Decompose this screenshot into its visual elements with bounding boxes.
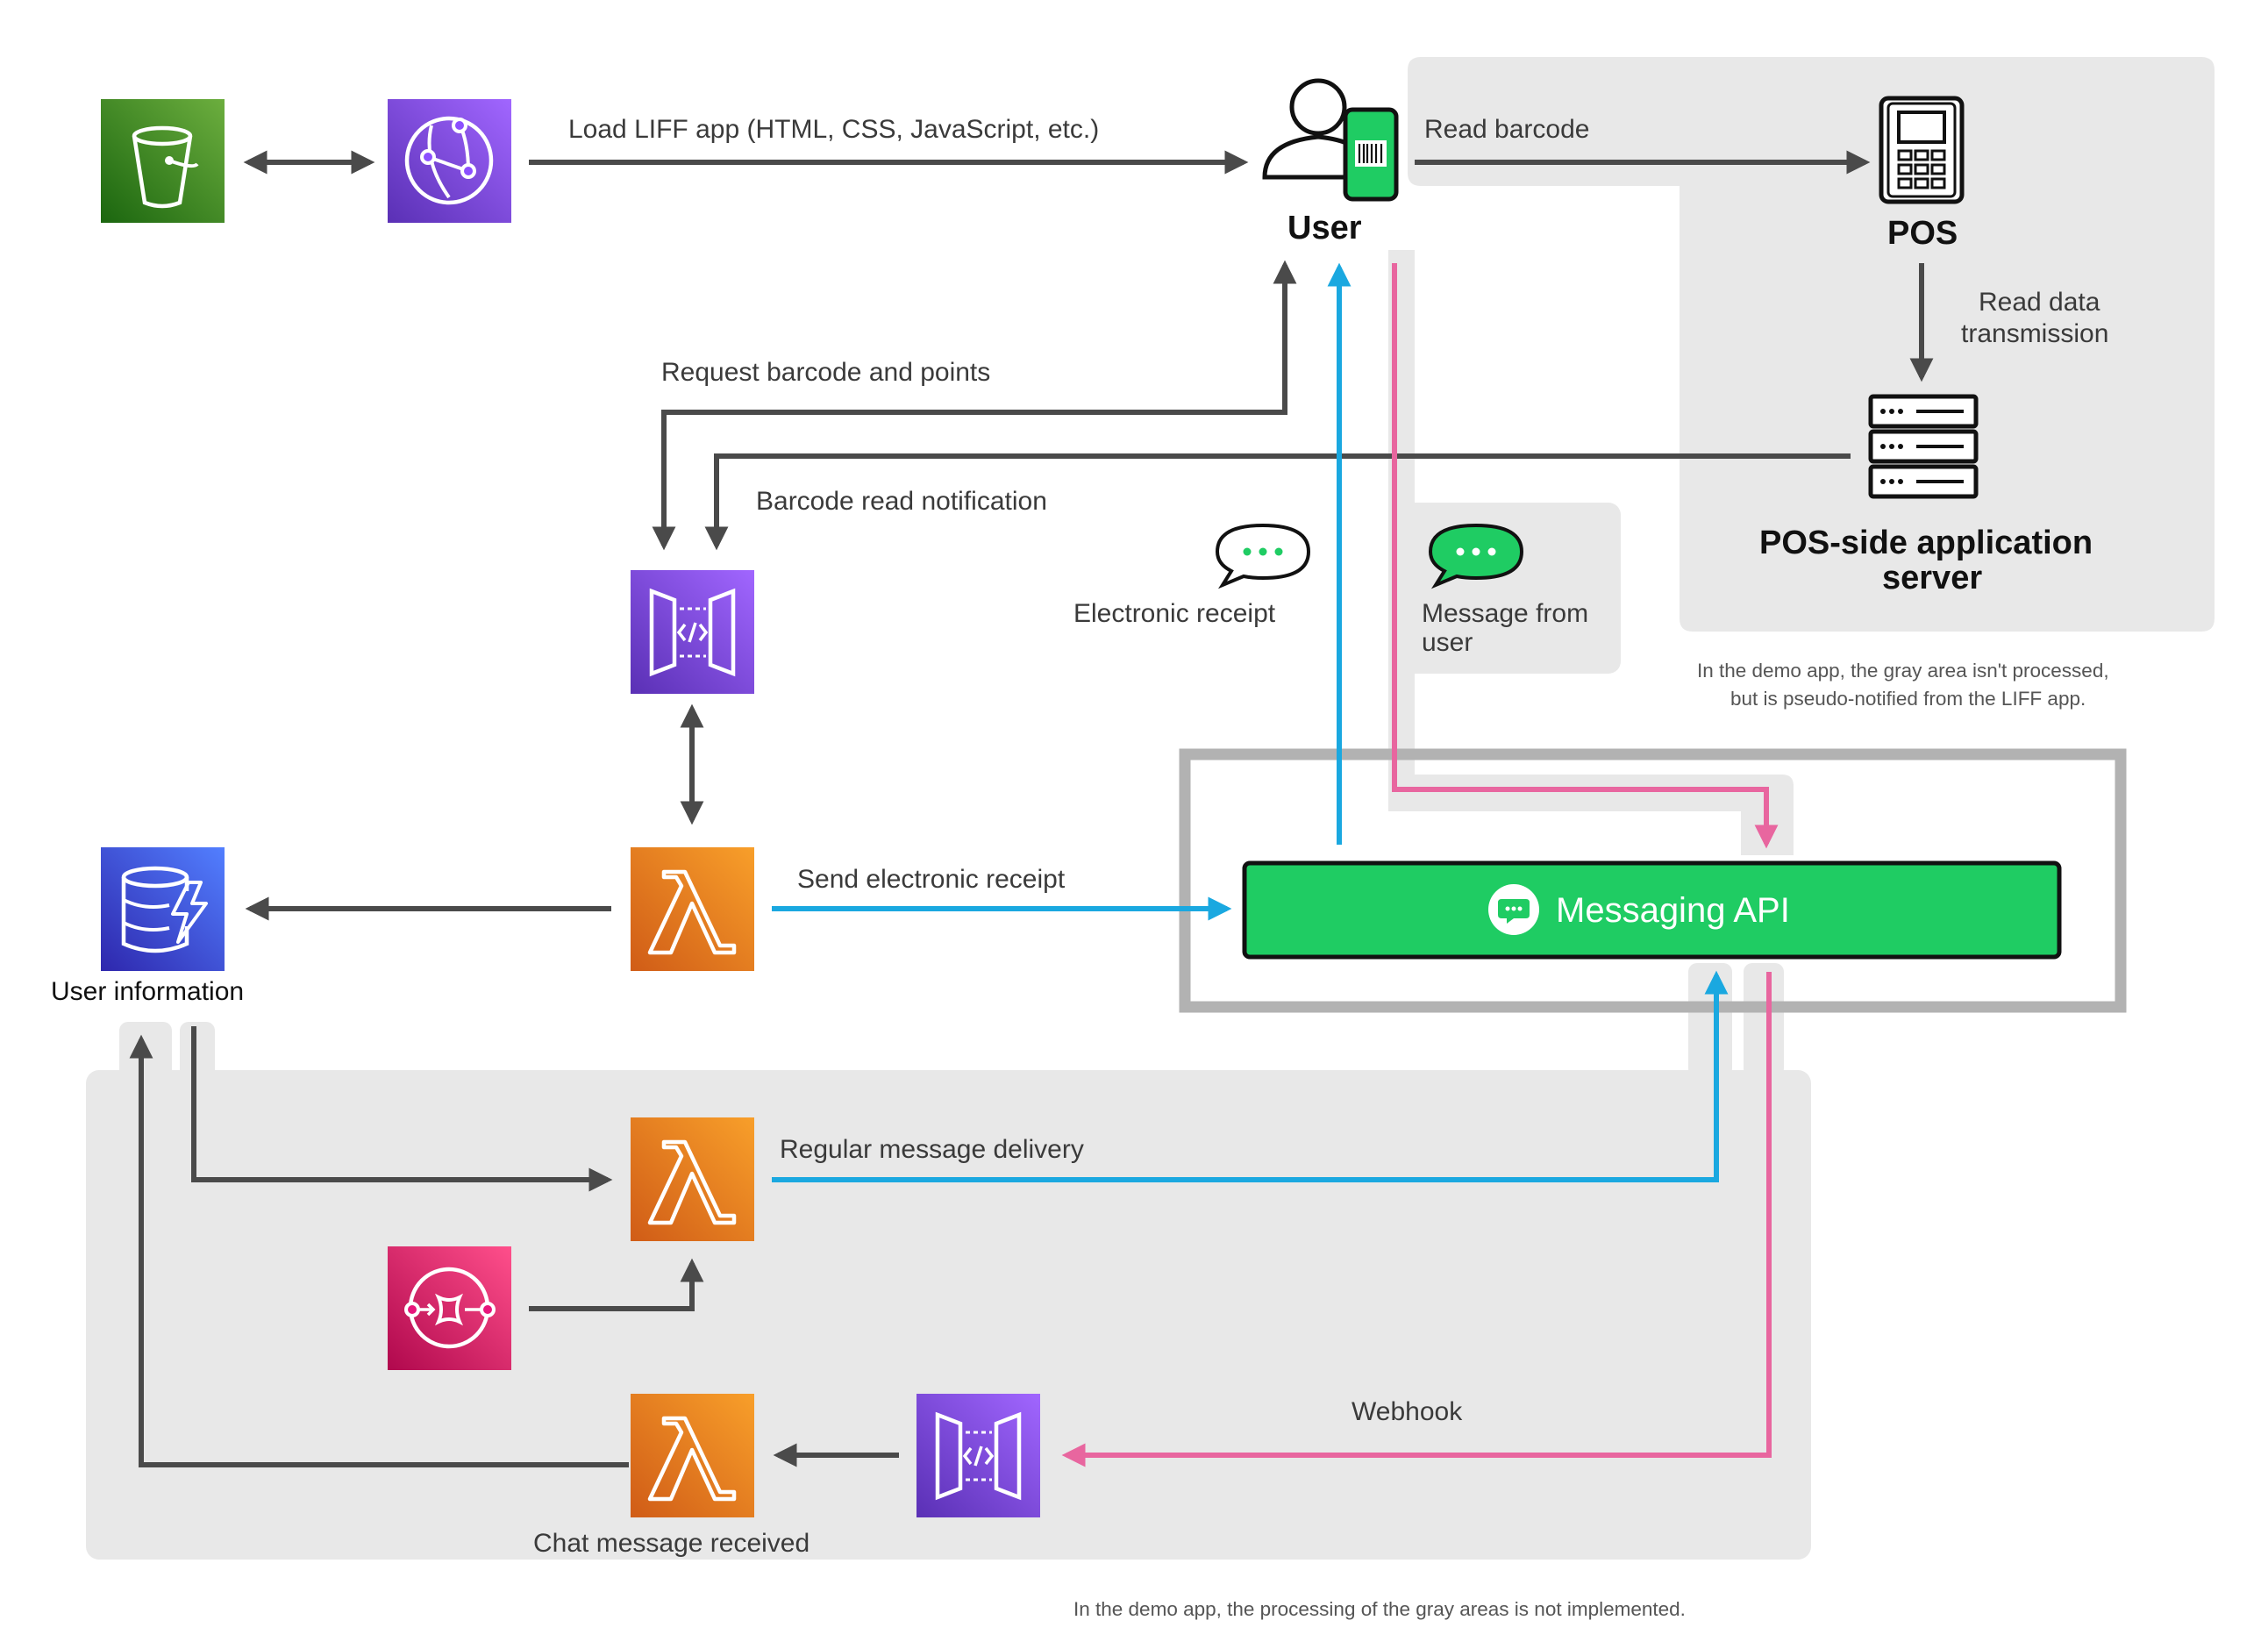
bottom-note: In the demo app, the processing of the g… <box>1073 1598 1686 1620</box>
gray-region-tab-1 <box>119 1022 172 1083</box>
arrow-regular-delivery <box>772 970 1729 1182</box>
chat-bubble-icon <box>1428 523 1524 589</box>
gray-region-pink-strip <box>1388 250 1794 855</box>
api-gateway-icon <box>631 570 754 694</box>
pos-server-label-line1: POS-side application <box>1759 525 2093 561</box>
read-data-label-line2: transmission <box>1961 319 2108 348</box>
gray-region-tab-3 <box>1688 963 1732 1077</box>
arrow-message-from-user <box>1392 263 1779 849</box>
arrow-eventbridge-lambda <box>529 1258 704 1311</box>
arrow-request-barcode <box>652 260 1297 551</box>
dynamodb-icon <box>101 847 225 971</box>
user-phone-icon <box>1262 78 1399 202</box>
read-data-label-line1: Read data <box>1979 288 2100 317</box>
arrow-barcode-notification <box>704 453 1851 551</box>
gray-region-tab-2 <box>180 1022 215 1083</box>
line-logo-icon <box>1488 884 1539 935</box>
eventbridge-icon <box>388 1246 511 1370</box>
lambda-icon <box>631 1394 754 1517</box>
gray-regions <box>86 57 2215 1560</box>
webhook-label: Webhook <box>1352 1397 1463 1426</box>
read-barcode-label: Read barcode <box>1424 115 1589 144</box>
barcode-notification-label: Barcode read notification <box>756 487 1047 516</box>
user-information-label: User information <box>51 977 244 1006</box>
load-liff-label: Load LIFF app (HTML, CSS, JavaScript, et… <box>568 115 1099 144</box>
pos-label: POS <box>1887 215 1958 252</box>
arrows-blue <box>772 262 1729 1182</box>
request-barcode-label: Request barcode and points <box>661 358 990 387</box>
pos-terminal-icon <box>1879 96 1965 204</box>
gray-region-tab-4 <box>1744 963 1784 1077</box>
send-receipt-label: Send electronic receipt <box>797 865 1066 894</box>
cloudfront-icon <box>388 99 511 223</box>
message-from-user-label-line1: Message from <box>1422 599 1588 628</box>
chat-bubble-icon <box>1215 523 1311 589</box>
lambda-icon <box>631 847 754 971</box>
messaging-api-box: Messaging API <box>1242 860 2062 960</box>
pos-server-label-line2: server <box>1882 560 1982 596</box>
gray-area-note-line2: but is pseudo-notified from the LIFF app… <box>1730 688 2086 710</box>
lambda-icon <box>631 1117 754 1241</box>
chat-received-label: Chat message received <box>533 1529 809 1558</box>
arrows-pink <box>1061 263 1779 1467</box>
arrow-dynamodb-regular <box>191 1026 613 1192</box>
message-from-user-label-line2: user <box>1422 628 1473 657</box>
gray-region-pos <box>1408 57 2215 632</box>
messaging-api-frame <box>1179 748 2127 1013</box>
s3-bucket-icon <box>101 99 225 223</box>
electronic-receipt-label: Electronic receipt <box>1073 599 1276 628</box>
arrow-chat-dynamodb <box>129 1034 629 1467</box>
arrows-dark <box>129 150 1934 1467</box>
arrow-webhook <box>1061 972 1772 1467</box>
regular-delivery-label: Regular message delivery <box>780 1135 1084 1164</box>
gray-region-bottom <box>86 1070 1811 1560</box>
gray-area-note-line1: In the demo app, the gray area isn't pro… <box>1697 660 2109 682</box>
api-gateway-icon <box>916 1394 1040 1517</box>
messaging-api-label: Messaging API <box>1556 891 1790 930</box>
server-icon <box>1868 394 1979 499</box>
user-label: User <box>1287 210 1362 246</box>
